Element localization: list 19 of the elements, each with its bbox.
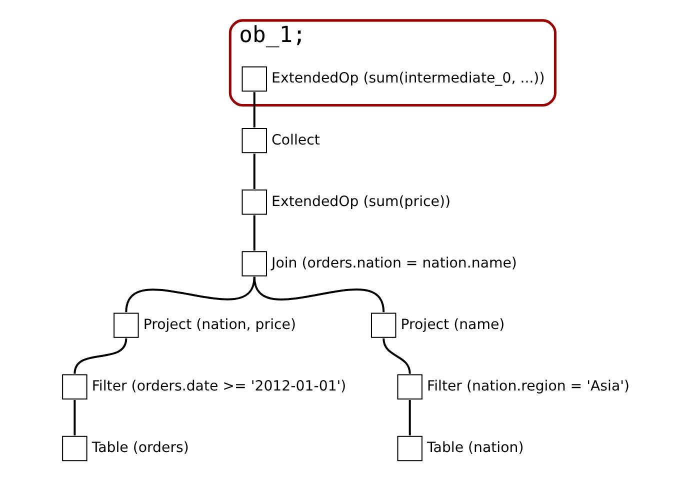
node-label: Join (orders.nation = nation.name): [271, 255, 516, 272]
connector: [73, 338, 127, 374]
node-label: Collect: [271, 132, 320, 148]
node-label: Table (nation): [426, 440, 524, 456]
node-label: ExtendedOp (sum(intermediate_0, ...)): [271, 70, 544, 87]
connector: [252, 92, 255, 128]
connector: [382, 338, 410, 374]
connector: [73, 400, 76, 436]
connector: [252, 154, 255, 190]
node-label: Filter (orders.date >= '2012-01-01'): [91, 378, 346, 395]
node-label: Table (orders): [91, 440, 188, 456]
connector: [408, 400, 410, 436]
connector: [252, 215, 255, 251]
node-label: ExtendedOp (sum(price)): [271, 194, 450, 210]
node-label: Project (name): [400, 317, 504, 334]
connector: [124, 276, 255, 312]
node-label: Filter (nation.region = 'Asia'): [426, 378, 630, 395]
node-label: Project (nation, price): [142, 317, 296, 334]
connector: [252, 276, 384, 312]
